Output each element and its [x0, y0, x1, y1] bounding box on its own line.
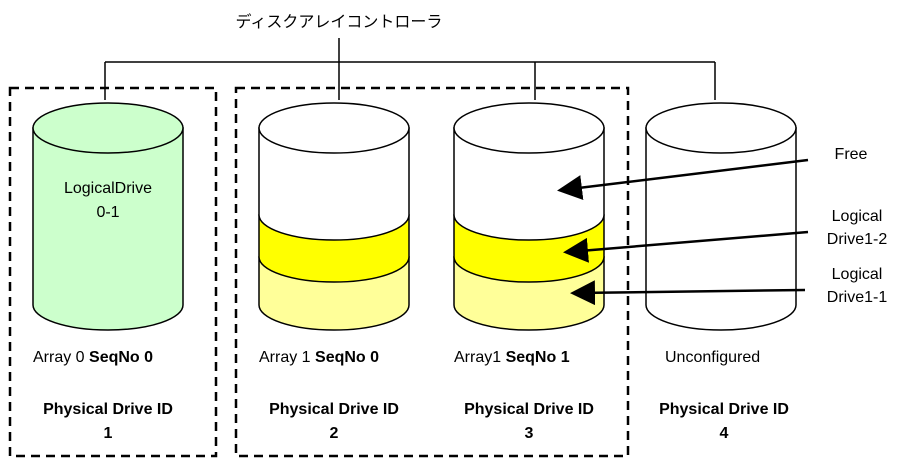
array0-group-box	[8, 86, 218, 458]
connection-lines	[104, 38, 716, 100]
drive-2-pd-title: Physical Drive ID	[269, 401, 399, 418]
ld11-callout-label-line1: Logical	[832, 266, 883, 283]
ld12-callout-label-line2: Drive1-2	[827, 231, 888, 248]
drive-3-array-label: Array1 SeqNo 1	[454, 349, 570, 366]
drive-4-array-label: Unconfigured	[665, 349, 760, 366]
physical-drive-1-cylinder	[32, 102, 184, 331]
ld12-callout-label-line1: Logical	[832, 208, 883, 225]
ld12-callout-arrow	[563, 230, 809, 263]
drive-2-pd-id: 2	[330, 425, 339, 442]
free-callout-arrow	[557, 158, 809, 200]
drive-4-pd-id: 4	[720, 425, 729, 442]
drive-3-pd-id: 3	[525, 425, 534, 442]
ld11-callout-label-line2: Drive1-1	[827, 289, 888, 306]
physical-drive-2-cylinder	[258, 102, 410, 331]
drive-4-pd-title: Physical Drive ID	[659, 401, 789, 418]
free-callout-label: Free	[835, 146, 868, 163]
drive-1-array-label: Array 0 SeqNo 0	[33, 349, 153, 366]
physical-drive-3-cylinder	[453, 102, 605, 331]
physical-drive-4-cylinder	[645, 102, 797, 331]
drive-3-pd-title: Physical Drive ID	[464, 401, 594, 418]
array1-group-box	[234, 86, 630, 458]
drive-1-pd-title: Physical Drive ID	[43, 401, 173, 418]
drive-1-pd-id: 1	[104, 425, 113, 442]
controller-label: ディスクアレイコントローラ	[236, 12, 443, 31]
logical-drive-0-1-label-line2: 0-1	[96, 204, 119, 221]
ld11-callout-arrow	[570, 280, 806, 306]
callout-arrows	[557, 158, 809, 306]
logical-drive-0-1-label-line1: LogicalDrive	[64, 180, 152, 197]
drive-2-array-label: Array 1 SeqNo 0	[259, 349, 379, 366]
